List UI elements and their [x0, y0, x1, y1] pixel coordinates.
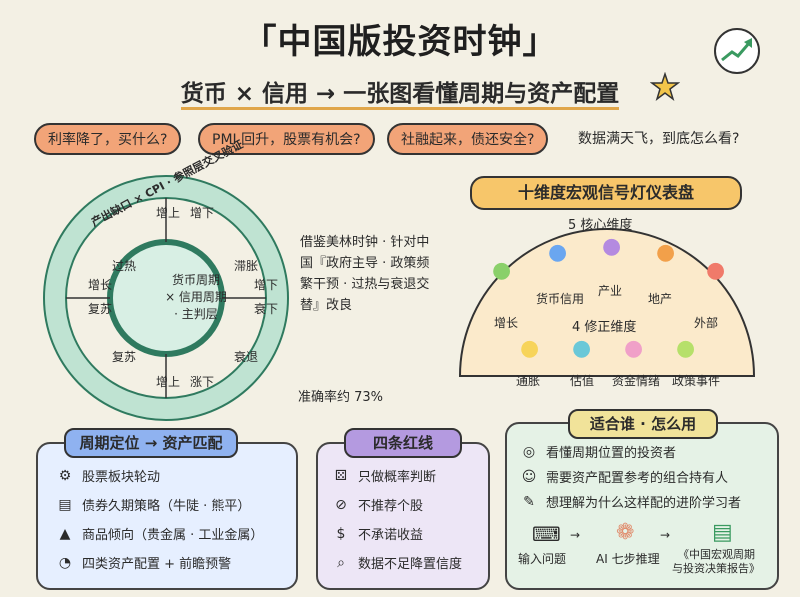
axis-label: 增下	[190, 206, 215, 220]
bulb-icon: ●	[676, 336, 696, 361]
magnifier-icon: ⌕	[337, 554, 345, 571]
flow-arrow-icon: →	[660, 528, 671, 542]
people-icon: ☺	[521, 468, 537, 485]
investment-clock	[43, 175, 289, 421]
flow-arrow-icon: →	[570, 528, 581, 542]
page-title: 「中国版投资时钟」	[242, 22, 558, 62]
money-bag-icon: $	[336, 525, 346, 542]
list-item: ◔四类资产配置 + 前瞻预警	[56, 553, 263, 573]
bulb-icon: ●	[548, 240, 568, 265]
question-bubble-credit: 社融起来，债还安全?	[387, 123, 549, 155]
list-item: ☺需要资产配置参考的组合持有人	[521, 468, 729, 487]
fix-dim-inflation: 通胀	[516, 374, 541, 388]
audience-list: ◎看懂周期位置的投资者 ☺需要资产配置参考的组合持有人 ✎想理解为什么这样配的进…	[520, 442, 741, 512]
accuracy-text: 准确率约 73%	[298, 390, 384, 405]
dice-icon: ⚄	[334, 467, 348, 484]
fix-dim-valuation: 估值	[570, 374, 595, 388]
bulb-icon: ●	[520, 336, 540, 361]
core-bulbs: ● ● ● ● ●	[470, 234, 750, 300]
list-item: ✎想理解为什么这样配的进阶学习者	[520, 492, 741, 512]
list-item: ⚄只做概率判断	[332, 466, 462, 486]
fix-bulbs: ● ● ● ●	[510, 336, 750, 366]
panel-asset-matching	[36, 442, 298, 590]
flow-step-input: 输入问题	[518, 552, 567, 566]
axis-label: 增下	[254, 278, 279, 292]
quadrant-recession: 衰退	[234, 350, 259, 364]
quadrant-recovery: 复苏	[112, 350, 137, 364]
bulb-icon: ●	[706, 258, 726, 283]
gold-bars-icon: ▲	[59, 525, 71, 542]
list-item: $不承诺收益	[332, 524, 462, 544]
core-dim-external: 外部	[694, 316, 719, 330]
flow-step-report-2: 与投资决策报告》	[672, 562, 760, 575]
star-icon	[650, 72, 680, 101]
question-bubble-rate: 利率降了，买什么?	[34, 123, 182, 155]
quadrant-overheat: 过热	[112, 259, 137, 273]
list-item: ⌕数据不足降置信度	[332, 553, 462, 573]
fix-dim-policy: 政策事件	[672, 374, 721, 388]
pie-warning-icon: ◔	[58, 554, 72, 571]
core-dim-industry: 产业	[598, 284, 623, 298]
learner-icon: ✎	[523, 493, 535, 510]
bulb-icon: ●	[656, 240, 676, 265]
axis-label: 增上	[156, 206, 181, 220]
dashboard-title: 十维度宏观信号灯仪表盘	[470, 176, 742, 210]
list-item: ▲商品倾向（贵金属 · 工业金属）	[56, 524, 264, 544]
axis-label: 复苏	[88, 302, 113, 316]
question-text-data: 数据满天飞，到底怎么看?	[578, 131, 740, 147]
binoculars-icon: ◎	[522, 443, 536, 460]
axis-label: 涨下	[190, 375, 215, 389]
list-item: ▤债券久期策略（牛陡 · 熊平）	[56, 495, 263, 515]
brain-icon: ❁	[616, 520, 635, 545]
axis-label: 增长	[88, 278, 113, 292]
bulb-icon: ●	[492, 258, 512, 283]
flow-step-ai: AI 七步推理	[596, 552, 660, 566]
panel-audience	[505, 422, 779, 590]
no-chart-icon: ⊘	[335, 496, 347, 513]
bulb-icon: ●	[572, 336, 592, 361]
list-item: ◎看懂周期位置的投资者	[520, 442, 741, 462]
fix-dimension-label: 4 修正维度	[572, 320, 637, 335]
panel-red-lines-title: 四条红线	[344, 428, 462, 458]
fix-dim-sentiment: 资金情绪	[612, 374, 661, 388]
report-icon: ▤	[712, 520, 733, 545]
list-item: ⊘不推荐个股	[332, 495, 462, 515]
core-dimension-label: 5 核心维度	[568, 218, 633, 233]
gear-icon: ⚙	[58, 467, 72, 484]
red-lines-list: ⚄只做概率判断 ⊘不推荐个股 $不承诺收益 ⌕数据不足降置信度	[332, 466, 462, 573]
core-dim-credit: 货币信用	[536, 292, 585, 306]
growth-logo-icon	[714, 28, 760, 74]
certificate-icon: ▤	[58, 496, 72, 513]
clock-note: 借鉴美林时钟 · 针对中国『政府主导 · 政策频繁干预 · 过热与衰退交替』改良	[300, 235, 430, 313]
flow-step-report: 《中国宏观周期	[678, 548, 755, 561]
panel-audience-title: 适合谁 · 怎么用	[568, 409, 718, 439]
list-item: ⚙股票板块轮动	[56, 466, 263, 486]
page-subtitle: 货币 × 信用 → 一张图看懂周期与资产配置	[0, 74, 800, 110]
usage-flow: ⌨ → ❁ → ▤ 输入问题 AI 七步推理 《中国宏观周期 与投资决策报告》	[518, 520, 768, 580]
dashboard-gauge	[458, 228, 756, 377]
question-bubble-pmi: PMI 回升，股票有机会?	[198, 123, 375, 155]
core-dim-growth: 增长	[494, 316, 519, 330]
panel-asset-matching-title: 周期定位 → 资产匹配	[64, 428, 238, 458]
axis-label: 增上	[156, 375, 181, 389]
quadrant-stagflation: 滞胀	[234, 259, 259, 273]
core-dim-property: 地产	[648, 292, 673, 306]
panel-red-lines	[316, 442, 490, 590]
keyboard-icon: ⌨	[532, 522, 561, 546]
clock-center: 货币周期× 信用周期· 主判层	[165, 273, 227, 321]
bulb-icon: ●	[624, 336, 644, 361]
asset-list: ⚙股票板块轮动 ▤债券久期策略（牛陡 · 熊平） ▲商品倾向（贵金属 · 工业金…	[56, 466, 264, 573]
bulb-icon: ●	[602, 234, 622, 259]
axis-label: 衰下	[254, 302, 279, 316]
